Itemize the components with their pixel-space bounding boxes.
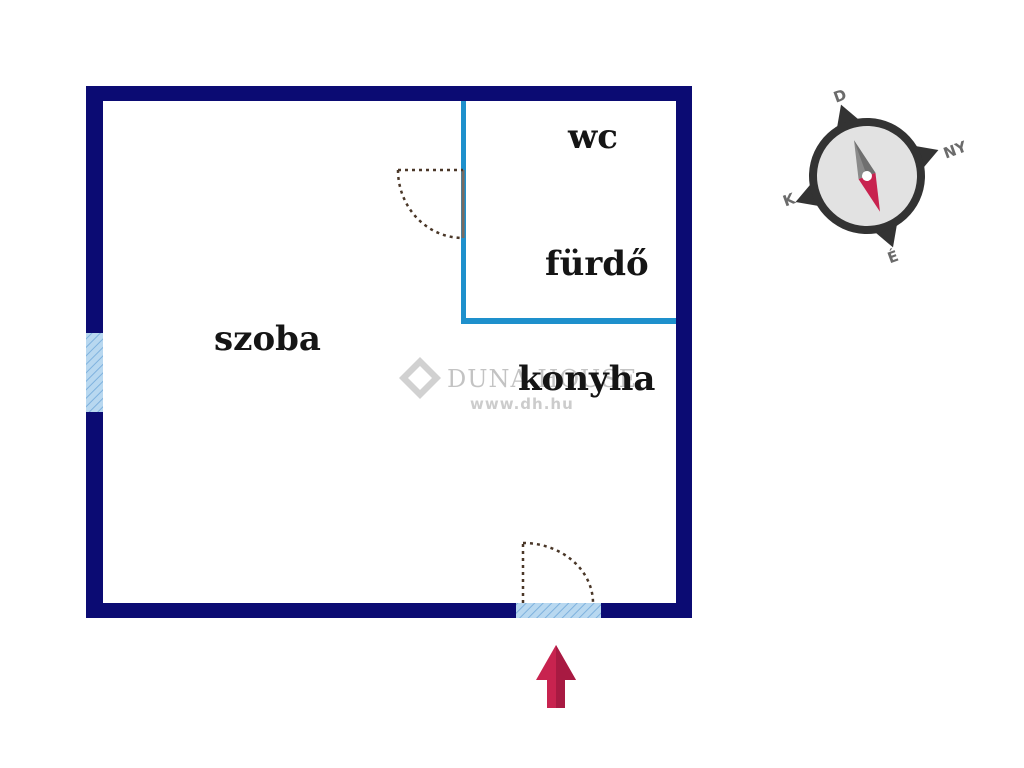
watermark-brand: DUNA HOUSE	[447, 365, 637, 393]
room-label-furdo: fürdő	[545, 244, 649, 284]
window-left	[86, 333, 103, 412]
entrance-door	[521, 541, 595, 604]
entrance-arrow-icon	[536, 645, 576, 708]
entrance-doorway	[516, 603, 601, 618]
duna-house-logo-icon	[399, 357, 441, 399]
compass-letter-right: NY	[941, 137, 970, 162]
compass-rose-icon	[795, 104, 939, 248]
bathroom-door	[396, 168, 465, 240]
compass-letter-bottom: É	[885, 246, 901, 267]
outer-walls	[86, 86, 692, 618]
room-label-szoba: szoba	[214, 319, 321, 359]
compass-letter-left: K	[780, 189, 798, 210]
watermark: DUNA HOUSE www.dh.hu	[399, 357, 637, 413]
compass-letter-top: D	[831, 85, 849, 106]
watermark-url: www.dh.hu	[470, 395, 574, 413]
room-label-wc: wc	[567, 117, 618, 157]
room-label-konyha: konyha	[518, 359, 655, 399]
